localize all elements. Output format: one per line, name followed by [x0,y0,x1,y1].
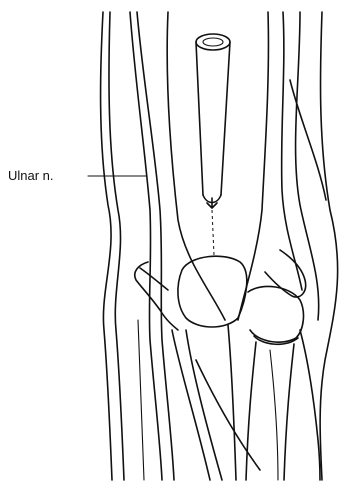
left-lower-contour [138,320,144,480]
left-epicondyle [135,262,178,330]
needle-track [212,210,214,255]
ulna-shaft-right [284,344,294,480]
ulnar-nerve-label: Ulnar n. [8,168,54,183]
ulna-shaft-left [246,342,256,480]
right-inner-muscle [238,12,268,320]
cannula-left-wall [196,42,203,195]
lower-mid-muscle [228,325,236,480]
lower-cross-line [196,360,260,470]
left-outer-contour [101,12,112,480]
right-outer-contour [320,12,338,480]
radius-shaft [300,330,320,480]
ulnar-nerve [130,12,162,480]
cannula-opening [196,34,230,50]
olecranon [178,256,247,327]
insertion-arrow [207,198,217,208]
lower-left-muscle [172,330,210,480]
left-capsule [140,268,168,290]
cannula-lumen [203,38,223,46]
right-condyle [248,286,303,342]
cannula-right-wall [221,42,230,195]
ulnar-nerve-2 [137,12,174,480]
lower-right-line [270,350,278,480]
